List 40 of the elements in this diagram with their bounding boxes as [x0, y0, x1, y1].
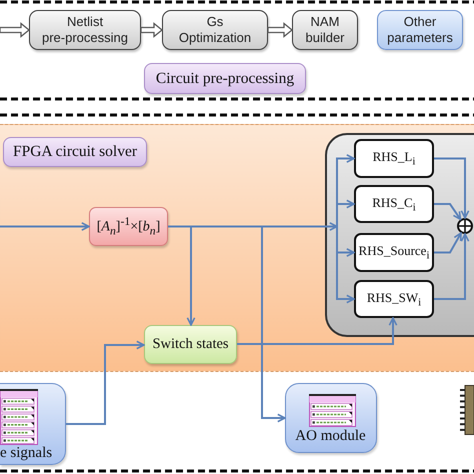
arrow: [434, 232, 462, 254]
process-box: [292, 10, 358, 50]
node-label: Other parameters: [386, 14, 454, 46]
process-box: [162, 10, 268, 50]
arrow: [434, 233, 470, 300]
arrow: [237, 317, 398, 345]
node-label: Netlist pre-processing: [41, 14, 129, 46]
node-label: RHS_SW$_{i}$: [366, 290, 422, 308]
block-arrow: [267, 22, 294, 38]
arrow: [434, 203, 462, 220]
arrow: [66, 340, 145, 425]
rhs-box: [354, 233, 434, 272]
arrow: [434, 158, 470, 219]
matrix-operation-box: [89, 207, 168, 246]
node-label: RHS_Source$_{i}$: [358, 243, 430, 262]
block-arrow: [0, 22, 30, 38]
node-label: RHS_C$_{i}$: [372, 194, 416, 214]
rhs-box: [354, 139, 434, 178]
node-label: Gs Optimization: [178, 14, 252, 46]
node-label: Circuit pre-processing: [156, 70, 294, 88]
node-label: FPGA circuit solver: [12, 143, 137, 161]
module-box: [0, 383, 66, 465]
node-label: e signals: [0, 445, 54, 462]
node-label: NAM builder: [304, 14, 346, 46]
module-box: [285, 383, 377, 453]
arrow: [0, 222, 90, 231]
summing-junction: [457, 218, 473, 234]
rhs-group-container: [325, 133, 474, 337]
title-box: [3, 137, 147, 167]
rhs-box: [354, 185, 434, 223]
parameter-box: [377, 10, 463, 50]
title-box: [144, 63, 306, 94]
node-label: Switch states: [152, 336, 229, 353]
rhs-box: [354, 280, 434, 318]
node-label: RHS_L$_{i}$: [372, 149, 416, 168]
node-label: AO module: [294, 428, 367, 445]
process-box: [144, 325, 237, 364]
node-label: [A$_{n}$]$^{-1}$×[b$_{n}$]: [96, 215, 160, 238]
block-arrow: [140, 22, 164, 38]
process-box: [29, 10, 141, 50]
